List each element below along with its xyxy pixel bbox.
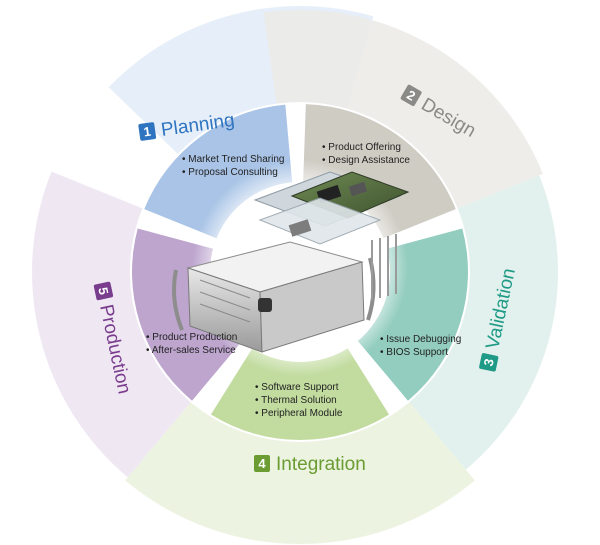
stage-number-badge-production — [93, 281, 114, 301]
inner-segment-production — [132, 228, 243, 401]
bullet-item: • After-sales Service — [146, 345, 236, 356]
stage-number-validation: 3 — [481, 357, 497, 367]
bullet-item: • Design Assistance — [322, 155, 410, 166]
outer-ring — [32, 5, 558, 544]
outer-segment-validation — [409, 175, 558, 470]
bullet-list-integration: • Software Support • Thermal Solution • Pe… — [255, 382, 343, 419]
stage-number-planning: 1 — [143, 124, 152, 140]
bullet-item: • Software Support — [255, 382, 339, 393]
stage-name-integration: Integration — [276, 454, 366, 475]
stage-heading-integration: 4 Integration — [254, 454, 366, 475]
bullet-item: • Product Production — [146, 332, 237, 343]
bullet-item: • BIOS Support — [380, 347, 448, 358]
inner-ring — [132, 104, 468, 440]
bullet-list-validation: • Issue Debugging • BIOS Support — [380, 334, 461, 358]
bullet-item: • Issue Debugging — [380, 334, 461, 345]
inner-segment-planning — [144, 104, 293, 239]
stage-number-badge-planning — [138, 122, 157, 141]
embedded-board-image — [253, 171, 410, 245]
bullet-list-planning: • Market Trend Sharing • Proposal Consult… — [182, 154, 284, 178]
bullet-item: • Proposal Consulting — [182, 167, 278, 178]
inner-segment-design — [303, 104, 456, 239]
bullet-item: • Peripheral Module — [255, 408, 343, 419]
outer-segment-production — [32, 171, 191, 478]
stage-number-badge-integration — [254, 455, 270, 472]
center-hardware-illustration — [172, 160, 410, 376]
bullet-list-production: • Product Production • After-sales Servic… — [146, 332, 237, 356]
stage-number-production: 5 — [95, 286, 111, 296]
stage-number-badge-validation — [479, 353, 499, 372]
inner-segment-validation — [357, 228, 468, 401]
bullet-item: • Product Offering — [322, 142, 401, 153]
industrial-chassis-image — [172, 234, 397, 353]
stage-number-badge-design — [400, 84, 422, 106]
outer-segment-integration — [125, 402, 475, 544]
outer-segment-design — [263, 10, 543, 209]
bullet-item: • Thermal Solution — [255, 395, 337, 406]
bullet-list-design: • Product Offering • Design Assistance — [322, 142, 410, 166]
inner-segment-integration — [210, 348, 390, 440]
stage-number-integration: 4 — [258, 456, 266, 471]
bullet-item: • Market Trend Sharing — [182, 154, 284, 165]
